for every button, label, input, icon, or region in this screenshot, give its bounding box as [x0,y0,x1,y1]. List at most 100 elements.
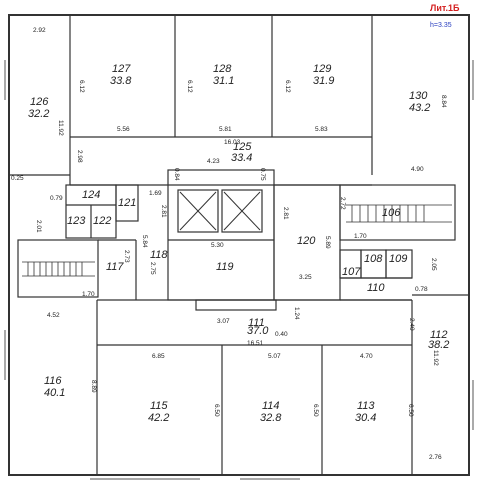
svg-text:5.07: 5.07 [268,353,281,360]
svg-text:127: 127 [112,63,131,75]
svg-text:113: 113 [357,400,375,412]
room-120: 120 [297,235,316,247]
svg-text:43.2: 43.2 [409,102,430,114]
room-119: 119 [216,261,234,273]
svg-text:5.84: 5.84 [141,235,148,248]
room-113: 113 30.4 [355,400,376,424]
room-129: 129 31.9 [313,63,334,87]
room-124: 124 [82,189,100,201]
svg-text:8.89: 8.89 [90,380,97,393]
room-123: 123 [67,215,86,227]
svg-text:4.70: 4.70 [360,353,373,360]
svg-text:6.50: 6.50 [213,404,220,417]
room-115: 115 42.2 [148,400,169,424]
svg-text:5.89: 5.89 [324,236,331,249]
svg-text:33.4: 33.4 [231,152,252,164]
room-126: 126 32.2 [28,96,49,120]
svg-text:2.76: 2.76 [429,454,442,461]
svg-text:2.72: 2.72 [339,197,346,210]
outer-wall [8,14,470,476]
lit-label: Лит.1Б [430,3,460,13]
room-127: 127 33.8 [110,63,132,87]
svg-text:1.24: 1.24 [293,307,300,320]
svg-text:5.30: 5.30 [211,242,224,249]
svg-text:2.81: 2.81 [282,207,289,220]
svg-text:6.50: 6.50 [407,404,414,417]
svg-text:0.75: 0.75 [259,168,266,181]
svg-text:125: 125 [233,141,252,153]
svg-text:16.51: 16.51 [247,340,264,347]
svg-text:4.52: 4.52 [47,312,60,319]
svg-text:6.12: 6.12 [78,80,85,93]
svg-text:4.90: 4.90 [411,166,424,173]
room-109: 109 [389,253,407,265]
svg-text:111: 111 [248,317,265,329]
svg-text:11.92: 11.92 [432,350,439,366]
svg-text:2.98: 2.98 [76,150,83,163]
room-125: 125 33.4 [231,141,252,164]
svg-text:31.9: 31.9 [313,75,334,87]
dimension-labels: 2.92 6.12 6.12 6.12 8.84 11.92 5.56 5.81… [11,27,447,461]
svg-text:130: 130 [409,90,428,102]
svg-text:8.84: 8.84 [440,95,447,108]
svg-text:33.8: 33.8 [110,75,132,87]
svg-text:114: 114 [262,400,280,412]
room-130: 130 43.2 [409,90,430,114]
svg-text:5.56: 5.56 [117,126,130,133]
room-128: 128 31.1 [213,63,234,87]
svg-text:32.8: 32.8 [260,412,282,424]
svg-text:3.07: 3.07 [217,318,230,325]
svg-text:0.78: 0.78 [415,286,428,293]
svg-text:1.69: 1.69 [149,190,162,197]
svg-text:16.03: 16.03 [224,139,241,146]
room-121: 121 [118,197,136,209]
room-114: 114 32.8 [260,400,282,424]
svg-text:42.2: 42.2 [148,412,169,424]
room-117: 117 [106,261,124,273]
svg-text:6.85: 6.85 [152,353,165,360]
svg-text:32.2: 32.2 [28,108,49,120]
svg-text:3.25: 3.25 [299,274,312,281]
svg-text:129: 129 [313,63,331,75]
svg-text:5.83: 5.83 [315,126,328,133]
room-118: 118 [150,249,168,261]
svg-text:38.2: 38.2 [428,339,449,351]
svg-text:37.0: 37.0 [247,325,269,337]
svg-text:0.25: 0.25 [11,175,24,182]
svg-text:128: 128 [213,63,232,75]
svg-text:4.23: 4.23 [207,158,220,165]
room-108: 108 [364,253,383,265]
svg-text:2.01: 2.01 [35,220,42,233]
svg-text:116: 116 [44,375,62,387]
room-111: 111 37.0 [247,317,269,337]
svg-text:2.75: 2.75 [149,262,156,275]
svg-text:2.73: 2.73 [123,250,130,263]
room-107: 107 [342,266,361,278]
svg-text:2.05: 2.05 [430,258,437,271]
room-112: 112 38.2 [428,329,449,351]
svg-text:0.40: 0.40 [275,331,288,338]
svg-text:30.4: 30.4 [355,412,376,424]
svg-text:2.81: 2.81 [160,205,167,218]
svg-text:31.1: 31.1 [213,75,234,87]
svg-text:6.12: 6.12 [186,80,193,93]
room-116: 116 40.1 [44,375,65,399]
svg-text:126: 126 [30,96,49,108]
svg-text:0.79: 0.79 [50,195,63,202]
svg-text:6.12: 6.12 [284,80,291,93]
svg-text:40.1: 40.1 [44,387,65,399]
svg-text:5.81: 5.81 [219,126,232,133]
room-122: 122 [93,215,111,227]
svg-text:2.92: 2.92 [33,27,46,34]
svg-text:11.92: 11.92 [57,120,64,136]
svg-text:1.70: 1.70 [82,291,95,298]
svg-text:1.70: 1.70 [354,233,367,240]
svg-text:6.50: 6.50 [312,404,319,417]
svg-text:112: 112 [430,329,448,341]
room-106: 106 [382,207,401,219]
room-110: 110 [367,282,385,294]
height-label: h=3.35 [430,22,452,29]
svg-text:2.40: 2.40 [408,318,415,331]
svg-text:0.84: 0.84 [173,168,180,181]
